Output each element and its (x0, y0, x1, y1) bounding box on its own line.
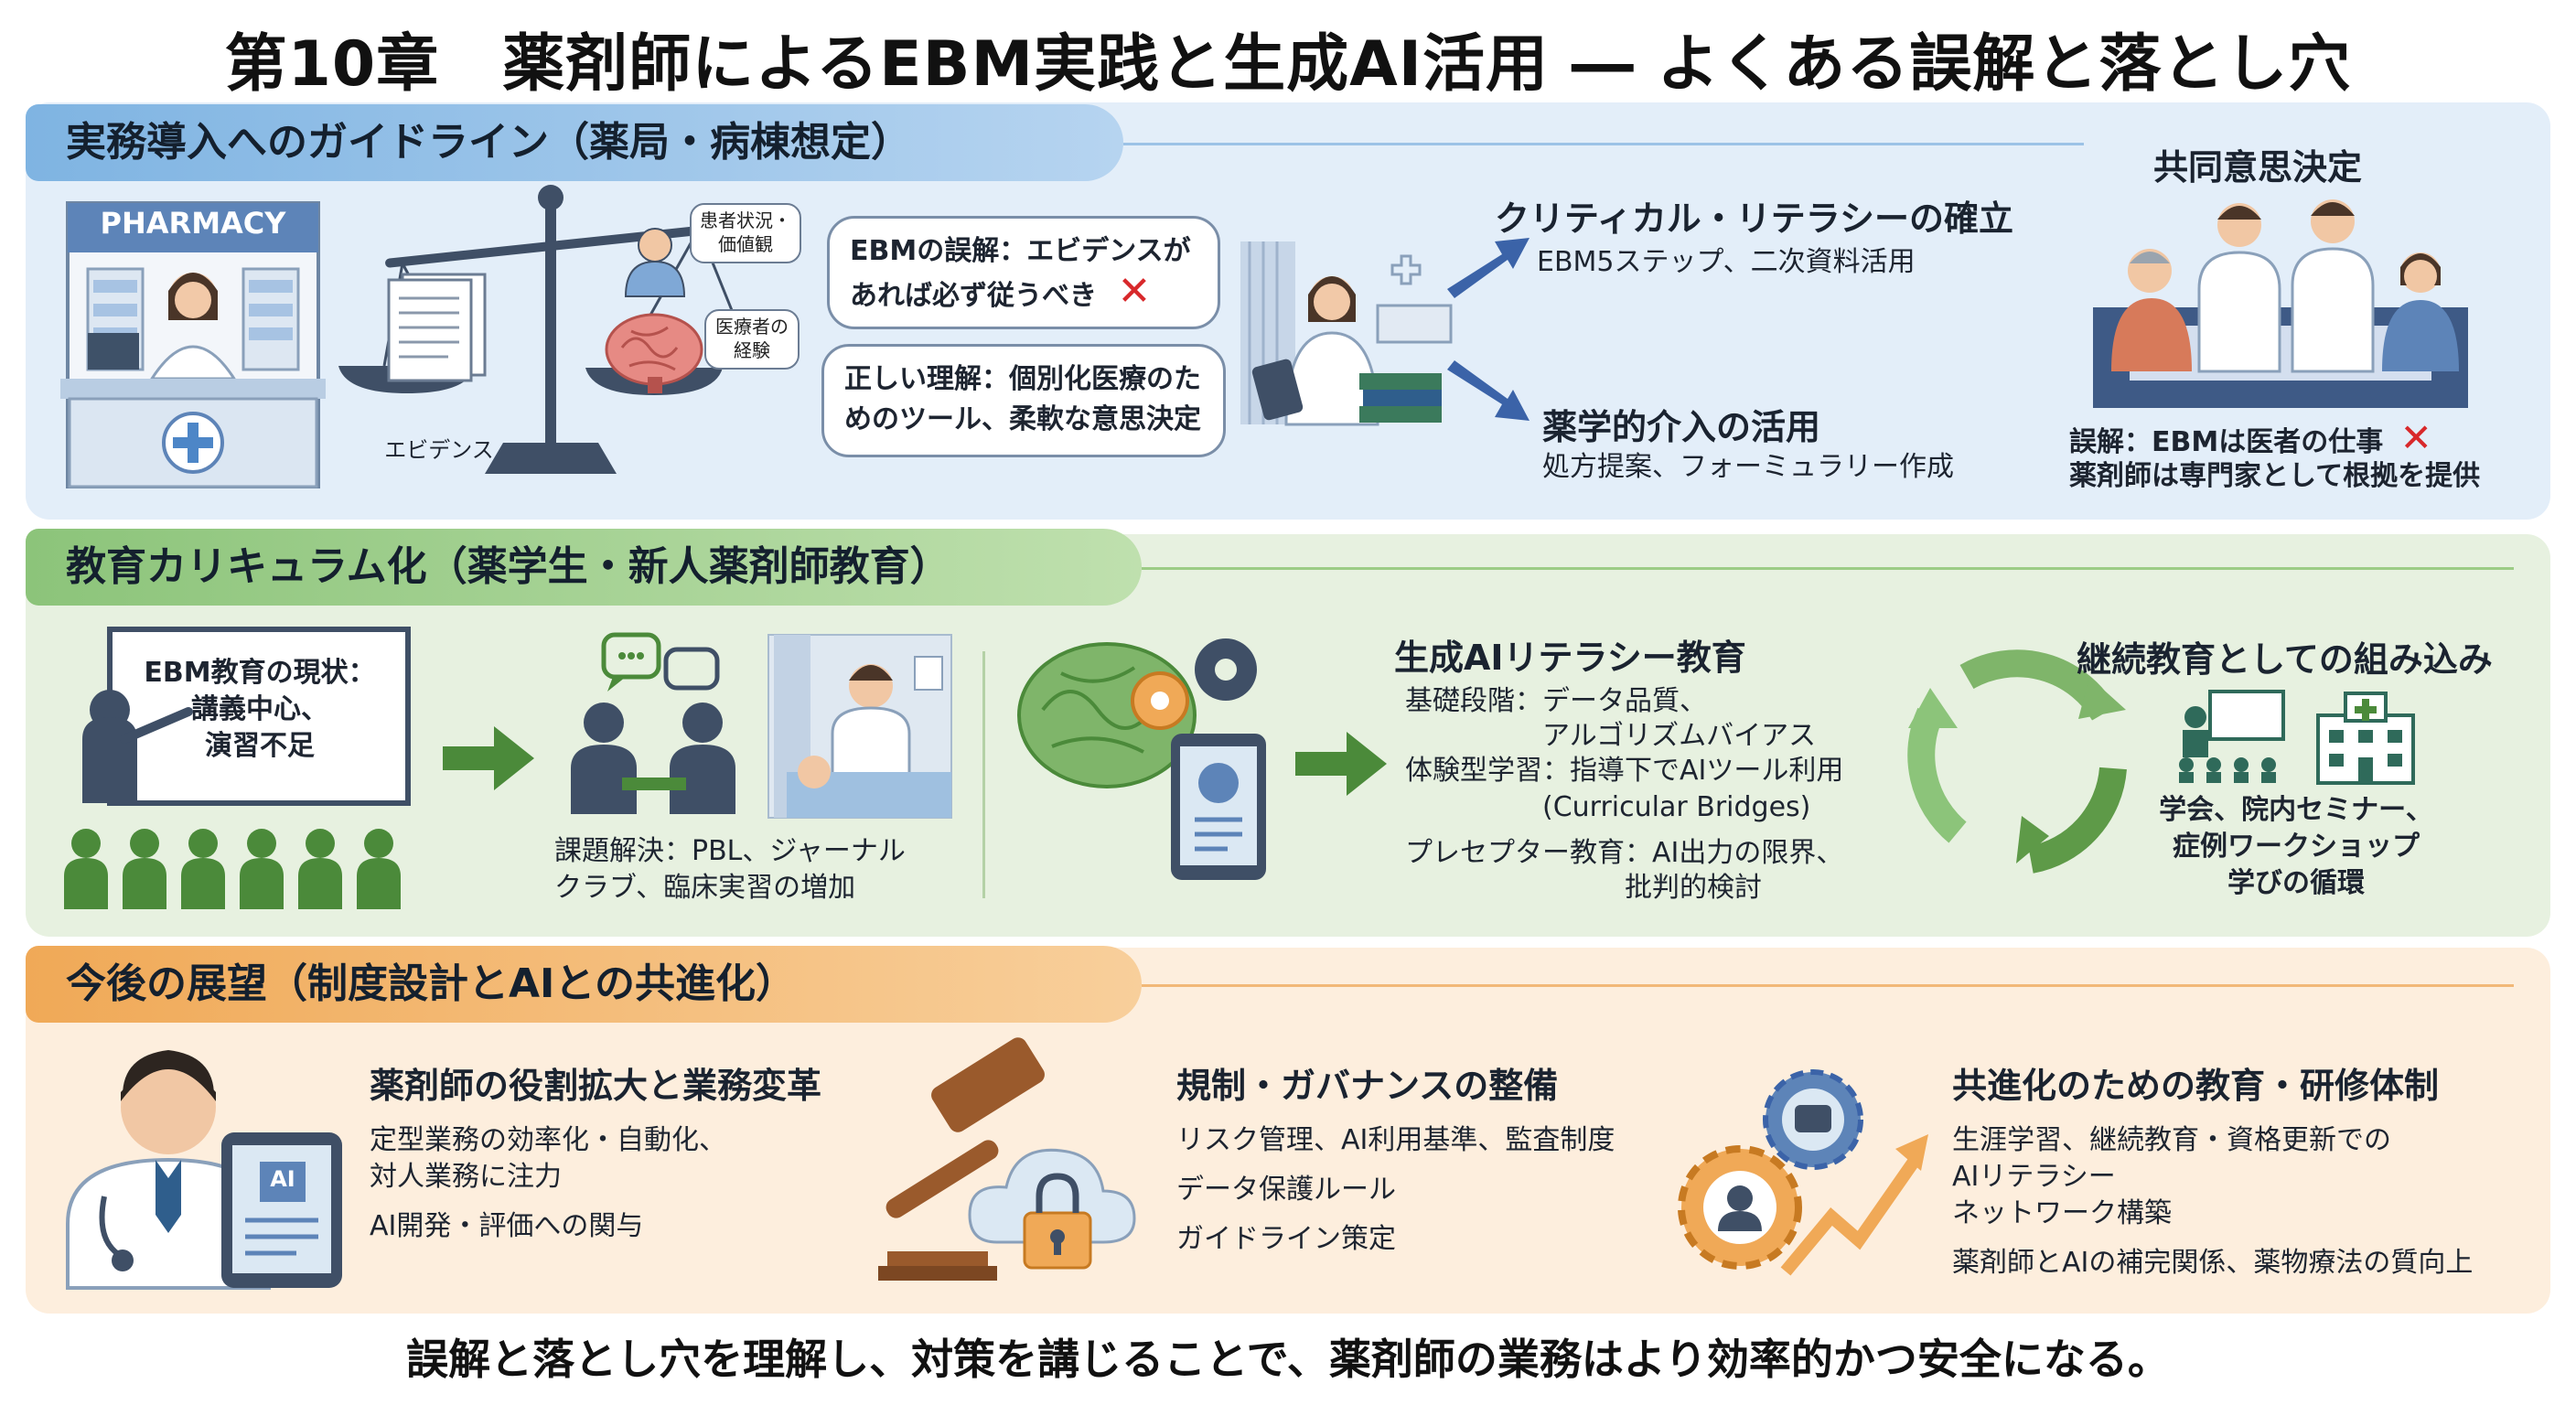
coevolution-text-2: AIリテラシー (1952, 1161, 2116, 1193)
page-title: 第10章 薬剤師によるEBM実践と生成AI活用 ― よくある誤解と落とし穴 (224, 28, 2352, 101)
section-curriculum-heading: 教育カリキュラム化（薬学生・新人薬剤師教育） (26, 529, 1142, 606)
literacy-heading: クリティカル・リテラシーの確立 (1495, 198, 2013, 239)
continuing-line-1: 学会、院内セミナー、 (2159, 794, 2433, 826)
arrow-down-right-icon (1447, 360, 1530, 421)
role-heading: 薬剤師の役割拡大と業務変革 (370, 1066, 822, 1106)
divider-line (1142, 984, 2514, 987)
misconception-line-2: あれば必ず従うべき (850, 280, 1097, 312)
coevolution-heading: 共進化のための教育・研修体制 (1952, 1066, 2440, 1106)
regulation-text-1: リスク管理、AI利用基準、監査制度 (1176, 1124, 1615, 1156)
hospital-icon (2316, 692, 2415, 785)
regulation-heading: 規制・ガバナンスの整備 (1176, 1066, 1559, 1106)
patient-label-1: 患者状況・ (700, 209, 791, 231)
divider-line (982, 651, 985, 898)
patient-label-2: 価値観 (718, 233, 773, 255)
intervention-subtext: 処方提案、フォーミュラリー作成 (1542, 451, 1954, 483)
patient-person-icon (624, 228, 686, 297)
regulation-text-3: ガイドライン策定 (1176, 1223, 1396, 1255)
board-line-1: EBM教育の現状： (144, 657, 376, 689)
patient-values-bubble: 患者状況・ 価値観 (690, 203, 801, 263)
divider-line (1142, 567, 2514, 570)
correct-line-1: 正しい理解：個別化医療のた (844, 363, 1201, 395)
lecture-board-icon (64, 627, 411, 909)
divider-line (1123, 143, 2084, 145)
correct-line-2: めのツール、柔軟な意思決定 (844, 403, 1201, 435)
arrow-right-icon (443, 726, 534, 790)
pharmacy-sign: PHARMACY (100, 206, 286, 241)
misconception-line-2-wrap: あれば必ず従うべき ✕ (850, 272, 1197, 316)
sdm-misconception-text: 誤解：EBMは医者の仕事 (2069, 426, 2384, 458)
brain-gear-icon (1017, 638, 1266, 880)
misconception-line-1: EBMの誤解：エビデンスが (850, 235, 1191, 267)
genai-item-4: (Curricular Bridges) (1405, 791, 1811, 823)
board-line-3: 演習不足 (205, 730, 315, 762)
pharmacist-ai-icon (66, 1050, 342, 1290)
brain-icon (605, 313, 703, 393)
intervention-heading: 薬学的介入の活用 (1542, 407, 1821, 447)
gears-growth-icon (1678, 1069, 1928, 1276)
genai-item-1: 基礎段階：データ品質、 (1405, 685, 1707, 717)
sdm-heading: 共同意思決定 (2153, 147, 2363, 188)
ward-pharmacist-icon (1240, 241, 1453, 426)
pbl-text-2: クラブ、臨床実習の増加 (554, 872, 856, 904)
genai-item-2: アルゴリズムバイアス (1405, 720, 1817, 752)
section-outlook-heading: 今後の展望（制度設計とAIとの共進化） (26, 946, 1142, 1023)
discussion-group-icon (571, 632, 735, 814)
continuing-text: 学会、院内セミナー、 症例ワークショップ 学びの循環 (2131, 792, 2461, 902)
arrow-up-right-icon (1447, 238, 1530, 298)
sdm-misconception: 誤解：EBMは医者の仕事 ✕ (2069, 419, 2432, 462)
continuing-line-3: 学びの循環 (2227, 867, 2365, 899)
evidence-label: エビデンス (384, 437, 494, 463)
footer-conclusion: 誤解と落とし穴を理解し、対策を講じることで、薬剤師の業務はより効率的かつ安全にな… (406, 1335, 2170, 1384)
continuing-line-2: 症例ワークショップ (2173, 831, 2420, 863)
pbl-text-1: 課題解決：PBL、ジャーナル (554, 835, 906, 867)
section-guidelines-heading: 実務導入へのガイドライン（薬局・病棟想定） (26, 104, 1123, 181)
arrow-right-icon (1295, 732, 1387, 796)
continuing-heading: 継続教育としての組み込み (2077, 639, 2493, 680)
seminar-icon (2179, 690, 2285, 783)
lecture-board-text: EBM教育の現状： 講義中心、 演習不足 (113, 655, 406, 765)
sdm-text: 薬剤師は専門家として根拠を提供 (2069, 460, 2481, 492)
gavel-lock-cloud-icon (878, 1037, 1136, 1281)
misconception-bubble: EBMの誤解：エビデンスが あれば必ず従うべき ✕ (827, 216, 1220, 329)
coevolution-text-1: 生涯学習、継続教育・資格更新での (1952, 1124, 2391, 1156)
x-mark-icon: ✕ (2399, 415, 2432, 460)
genai-item-5: プレセプター教育：AI出力の限界、 (1405, 837, 1844, 869)
genai-item-6: 批判的検討 (1405, 872, 1762, 904)
clinician-label-2: 経験 (734, 339, 770, 361)
board-line-2: 講義中心、 (191, 693, 328, 725)
coevolution-text-3: ネットワーク構築 (1952, 1197, 2172, 1229)
ai-chip-label: AI (270, 1166, 295, 1192)
shared-decision-icon (2093, 199, 2468, 408)
role-text-2: 対人業務に注力 (370, 1161, 562, 1193)
coevolution-text-4: 薬剤師とAIの補完関係、薬物療法の質向上 (1952, 1247, 2474, 1279)
evidence-documents-icon (387, 273, 487, 382)
x-mark-icon: ✕ (1117, 268, 1152, 315)
role-text-1: 定型業務の効率化・自動化、 (370, 1124, 726, 1156)
genai-heading: 生成AIリテラシー教育 (1394, 638, 1746, 678)
pharmacy-counter-icon (60, 201, 326, 488)
clinician-label-1: 医療者の (715, 316, 789, 338)
learning-cycle-icon (1907, 649, 2127, 874)
genai-item-3: 体験型学習：指導下でAIツール利用 (1405, 755, 1844, 787)
regulation-text-2: データ保護ルール (1176, 1174, 1396, 1206)
literacy-subtext: EBM5ステップ、二次資料活用 (1537, 246, 1916, 278)
role-text-3: AI開発・評価への関与 (370, 1210, 644, 1242)
clinical-training-icon (767, 634, 952, 819)
correct-understanding-bubble: 正しい理解：個別化医療のた めのツール、柔軟な意思決定 (821, 344, 1226, 457)
clinician-experience-bubble: 医療者の 経験 (704, 309, 800, 370)
